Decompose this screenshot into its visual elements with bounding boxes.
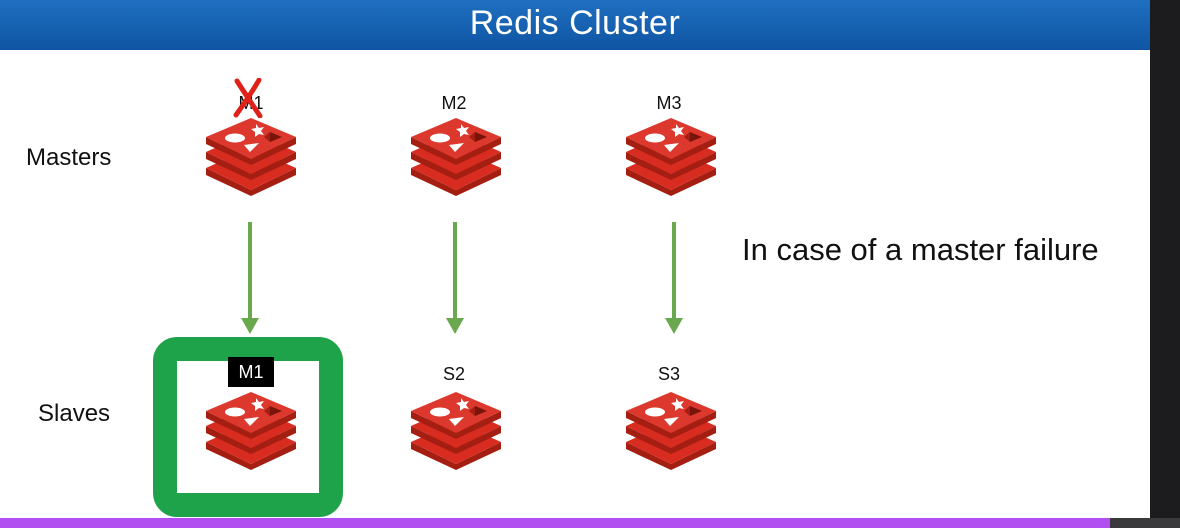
viewer-progress-bar[interactable] [0,518,1110,528]
slave-2-redis-logo-icon [411,392,501,470]
master-3-redis-logo-icon [626,118,716,196]
replication-arrow-3-icon [665,222,683,334]
master-label-2: M2 [441,93,467,113]
promoted-node-label: M1 [228,357,274,387]
slave-3-redis-logo-icon [626,392,716,470]
row-label-slaves: Slaves [38,400,111,427]
viewer-progress-track[interactable] [1110,518,1180,528]
slave-1-redis-logo-icon [206,392,296,470]
row-label-masters: Masters [26,144,112,171]
cross-mark-icon [233,78,263,118]
promoted-node-highlight [153,337,343,517]
master-1-redis-logo-icon [206,118,296,196]
slide-title: Redis Cluster [0,0,1150,50]
slide: Redis Cluster Masters Slaves M1 M2 M3 M1… [0,0,1150,517]
replication-arrow-2-icon [446,222,464,334]
slave-label-2: S2 [442,364,466,384]
slave-label-3: S3 [657,364,681,384]
viewer-side-panel [1150,0,1180,528]
master-2-redis-logo-icon [411,118,501,196]
master-label-3: M3 [656,93,682,113]
replication-arrow-1-icon [241,222,259,334]
master-failure-note: In case of a master failure [742,232,1099,267]
